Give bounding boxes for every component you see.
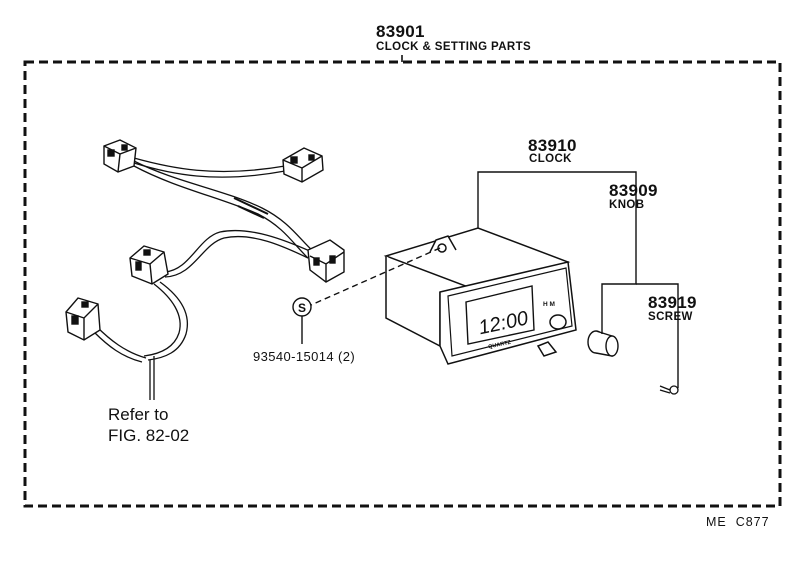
assembly-boundary bbox=[23, 60, 782, 508]
figure-code: ME C877 bbox=[706, 515, 770, 529]
connector-middle bbox=[129, 245, 169, 285]
reference-line-2: FIG. 82-02 bbox=[108, 426, 190, 445]
clock-brand: QUARTZ bbox=[488, 340, 512, 351]
connector-far-right bbox=[307, 239, 345, 283]
assembly-name: CLOCK & SETTING PARTS bbox=[376, 41, 532, 53]
leader-lines bbox=[301, 171, 679, 388]
fastener-symbol-text: S bbox=[298, 301, 306, 315]
knob-part-name: KNOB bbox=[609, 199, 645, 211]
connector-top-left bbox=[103, 139, 137, 173]
knob-part-number: 83909 bbox=[609, 181, 658, 200]
fastener-s-symbol: S bbox=[292, 297, 312, 317]
clock-part-number: 83910 bbox=[528, 136, 577, 155]
fastener-part-number: 93540-15014 (2) bbox=[253, 349, 356, 364]
clock-part-name: CLOCK bbox=[529, 153, 572, 165]
screw bbox=[659, 385, 679, 395]
screw-part-name: SCREW bbox=[648, 311, 693, 323]
screw-part-number: 83919 bbox=[648, 293, 697, 312]
knob bbox=[587, 330, 619, 357]
connector-top-right bbox=[282, 147, 324, 183]
wire-harness bbox=[93, 157, 315, 400]
assembly-part-number: 83901 bbox=[376, 22, 425, 41]
reference-line-1: Refer to bbox=[108, 405, 169, 424]
clock-unit bbox=[383, 227, 577, 365]
connector-left bbox=[65, 297, 101, 341]
clock-buttons-label: H M bbox=[543, 301, 555, 308]
